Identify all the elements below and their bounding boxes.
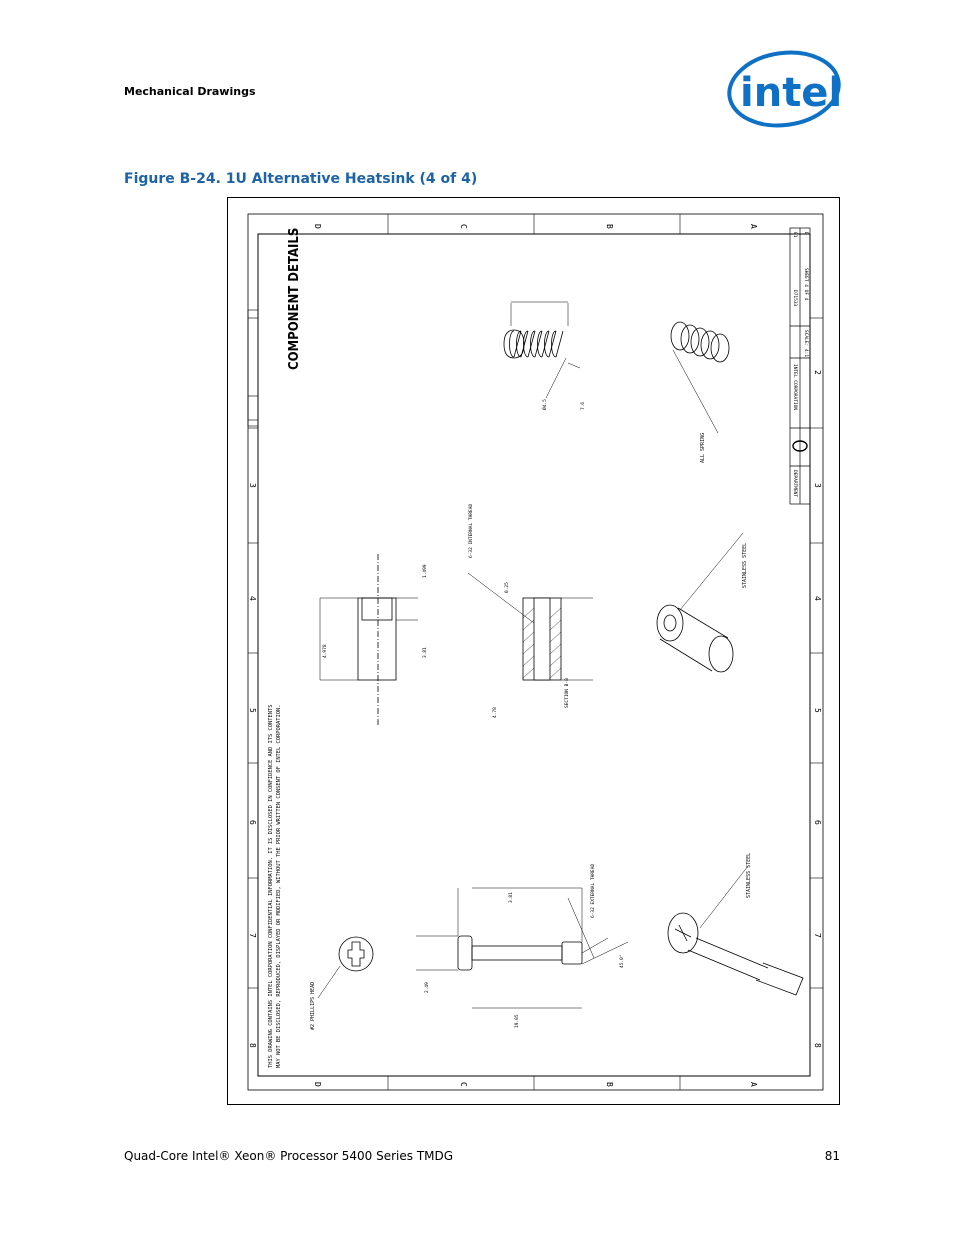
label-stainless-1: STAINLESS STEEL — [742, 543, 748, 588]
dim-standoff-base: 4.78 — [492, 707, 498, 718]
zone-number: 7 — [813, 933, 822, 938]
zone-number: 8 — [813, 1043, 822, 1048]
zone-letter: C — [459, 224, 468, 229]
zone-letter: C — [459, 1082, 468, 1087]
intel-logo: intel — [727, 50, 842, 128]
zone-number: 3 — [813, 483, 822, 488]
confidential-notice: THIS DRAWING CONTAINS INTEL CORPORATION … — [268, 705, 274, 1069]
zone-number: 4 — [813, 596, 822, 601]
dim-screw-head: 2.49 — [424, 982, 430, 993]
footer-doc-title: Quad-Core Intel® Xeon® Processor 5400 Se… — [124, 1149, 454, 1163]
zone-letter: B — [605, 1082, 614, 1087]
dim-standoff-dia: 3.81 — [422, 647, 428, 658]
label-section: SECTION B-B — [564, 678, 570, 708]
title-block-number: D71533 — [792, 290, 798, 307]
zone-letter: D — [313, 224, 322, 229]
title-block-department: DEPARTMENT — [792, 470, 798, 497]
label-angle: 45.0° — [619, 954, 625, 968]
title-block-size: D — [803, 232, 809, 235]
section-header: Mechanical Drawings — [124, 85, 256, 98]
zone-number: 6 — [248, 820, 257, 825]
dim-spring-len: 7.6 — [580, 402, 586, 410]
title-block-sheet: SHEET 4 OF 4 — [803, 268, 809, 301]
title-block-rev: 01 — [792, 232, 798, 238]
mechanical-drawing: D C B A D C B A 8 7 6 5 4 3 8 7 6 5 4 3 … — [227, 197, 840, 1105]
zone-letter: B — [605, 224, 614, 229]
zone-letter: A — [749, 1082, 758, 1087]
label-spring: ALL SPRING — [700, 433, 706, 463]
dim-screw-len: 19.05 — [514, 1014, 520, 1028]
zone-number: 3 — [248, 483, 257, 488]
zone-letter: D — [313, 1082, 322, 1087]
label-phillips: #2 PHILLIPS HEAD — [310, 982, 316, 1030]
dim-spring-od: Ø4.5 — [541, 399, 548, 410]
zone-number: 8 — [248, 1043, 257, 1048]
drawing-heading: COMPONENT DETAILS — [287, 228, 302, 370]
confidential-notice: MAY NOT BE DISCLOSED, REPRODUCED, DISPLA… — [276, 705, 282, 1069]
zone-number: 7 — [248, 933, 257, 938]
dim-standoff-hole: 0.25 — [504, 582, 510, 593]
title-block-scale: SCALE: 4:1 — [803, 330, 809, 357]
dim-screw-shank: 3.81 — [508, 892, 514, 903]
zone-number: 6 — [813, 820, 822, 825]
figure-title: Figure B-24. 1U Alternative Heatsink (4 … — [124, 171, 478, 187]
label-stainless-2: STAINLESS STEEL — [746, 853, 752, 898]
zone-number: 5 — [248, 708, 257, 713]
zone-number: 5 — [813, 708, 822, 713]
zone-letter: A — [749, 224, 758, 229]
dim-standoff-top: 1.499 — [422, 564, 428, 578]
footer-page-number: 81 — [824, 1149, 840, 1163]
zone-number: 4 — [248, 596, 257, 601]
dim-standoff-height: 4.978 — [322, 644, 328, 658]
zone-number: 2 — [813, 370, 822, 375]
label-external-thread: 6-32 EXTERNAL THREAD — [590, 864, 596, 918]
logo-text: intel — [740, 70, 842, 116]
label-internal-thread: 6-32 INTERNAL THREAD — [468, 504, 474, 558]
title-block-company: INTEL CORPORATION — [792, 364, 798, 410]
